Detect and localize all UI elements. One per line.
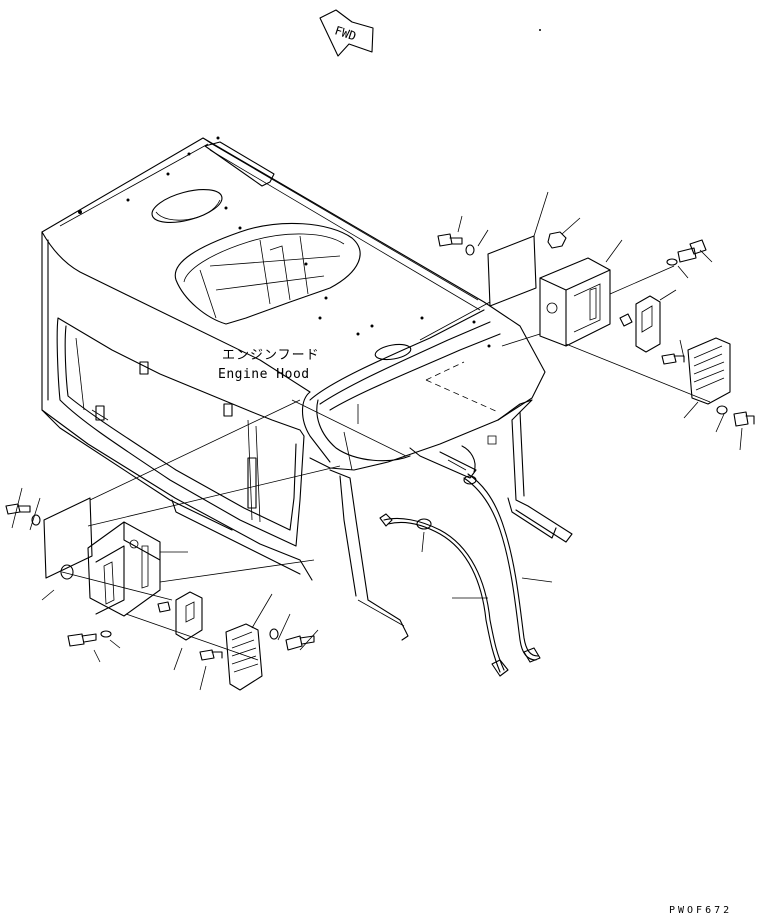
- fwd-direction-arrow-icon: FWD: [319, 9, 374, 57]
- engine-hood-label-jp: エンジンフード: [222, 348, 320, 363]
- engine-hood: [41, 29, 573, 641]
- fwd-arrow-text: FWD: [333, 23, 358, 43]
- left-lamp-assembly: [5, 399, 341, 691]
- engine-hood-label-en: Engine Hood: [218, 367, 310, 382]
- right-lamp-assembly: [419, 191, 755, 451]
- hood-bolt-dots: [78, 29, 541, 348]
- hood-leader-lines: [291, 399, 407, 471]
- drawing-code: PWOF672: [669, 905, 733, 916]
- wiring-harnesses: [379, 445, 553, 677]
